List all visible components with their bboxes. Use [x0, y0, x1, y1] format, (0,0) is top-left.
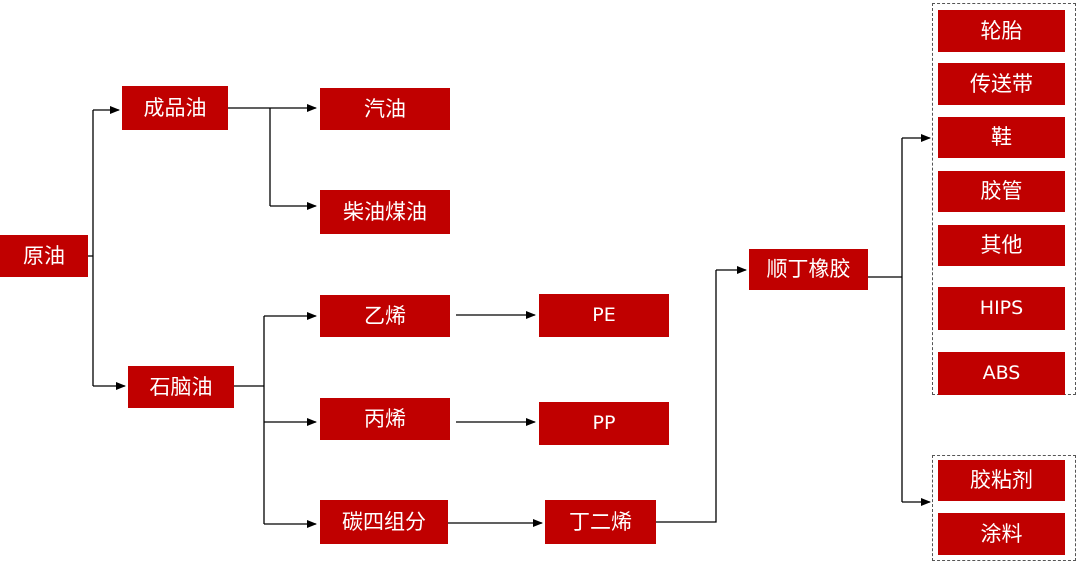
app-coatings: 涂料 [938, 513, 1065, 555]
app-other: 其他 [938, 225, 1065, 266]
node-diesel-kerosene: 柴油煤油 [320, 190, 450, 234]
app-hoses-label: 胶管 [980, 179, 1023, 203]
app-tires-label: 轮胎 [980, 18, 1023, 43]
node-crude-oil: 原油 [0, 235, 88, 277]
app-abs-label: ABS [982, 362, 1021, 384]
app-hips-label: HIPS [979, 297, 1024, 319]
node-br-rubber: 顺丁橡胶 [749, 249, 868, 290]
node-naphtha: 石脑油 [128, 366, 234, 408]
node-pp-label: PP [592, 412, 616, 434]
app-coatings-label: 涂料 [980, 521, 1023, 546]
edge-butadiene-to-rubber [656, 270, 717, 523]
app-conveyor-belt: 传送带 [938, 63, 1065, 105]
app-abs: ABS [938, 352, 1065, 395]
node-ethylene: 乙烯 [320, 295, 450, 337]
node-ethylene-label: 乙烯 [364, 303, 406, 328]
node-propylene: 丙烯 [320, 398, 450, 440]
node-gasoline-label: 汽油 [364, 96, 406, 121]
adhesive-group-frame [932, 455, 1076, 561]
node-butadiene: 丁二烯 [545, 500, 656, 544]
app-shoes: 鞋 [938, 117, 1065, 158]
node-crude-oil-label: 原油 [23, 243, 65, 268]
node-pe-label: PE [592, 304, 616, 326]
app-conveyor-belt-label: 传送带 [970, 71, 1033, 96]
node-br-rubber-label: 顺丁橡胶 [766, 257, 851, 281]
app-adhesive-label: 胶粘剂 [970, 468, 1033, 492]
node-pp: PP [539, 402, 669, 445]
node-refined-oil-label: 成品油 [143, 95, 207, 120]
node-refined-oil: 成品油 [122, 86, 228, 130]
node-c4-fraction: 碳四组分 [320, 500, 448, 544]
app-hoses: 胶管 [938, 171, 1065, 212]
app-other-label: 其他 [980, 233, 1023, 257]
node-diesel-kerosene-label: 柴油煤油 [343, 199, 427, 224]
app-hips: HIPS [938, 287, 1065, 330]
app-tires: 轮胎 [938, 10, 1065, 52]
node-c4-fraction-label: 碳四组分 [342, 509, 426, 534]
node-pe: PE [539, 294, 669, 337]
node-gasoline: 汽油 [320, 88, 450, 130]
app-adhesive: 胶粘剂 [938, 460, 1065, 501]
node-naphtha-label: 石脑油 [149, 374, 213, 399]
app-shoes-label: 鞋 [991, 125, 1012, 149]
node-butadiene-label: 丁二烯 [569, 509, 632, 534]
node-propylene-label: 丙烯 [364, 406, 406, 431]
edge-crude-trunk [88, 110, 94, 386]
